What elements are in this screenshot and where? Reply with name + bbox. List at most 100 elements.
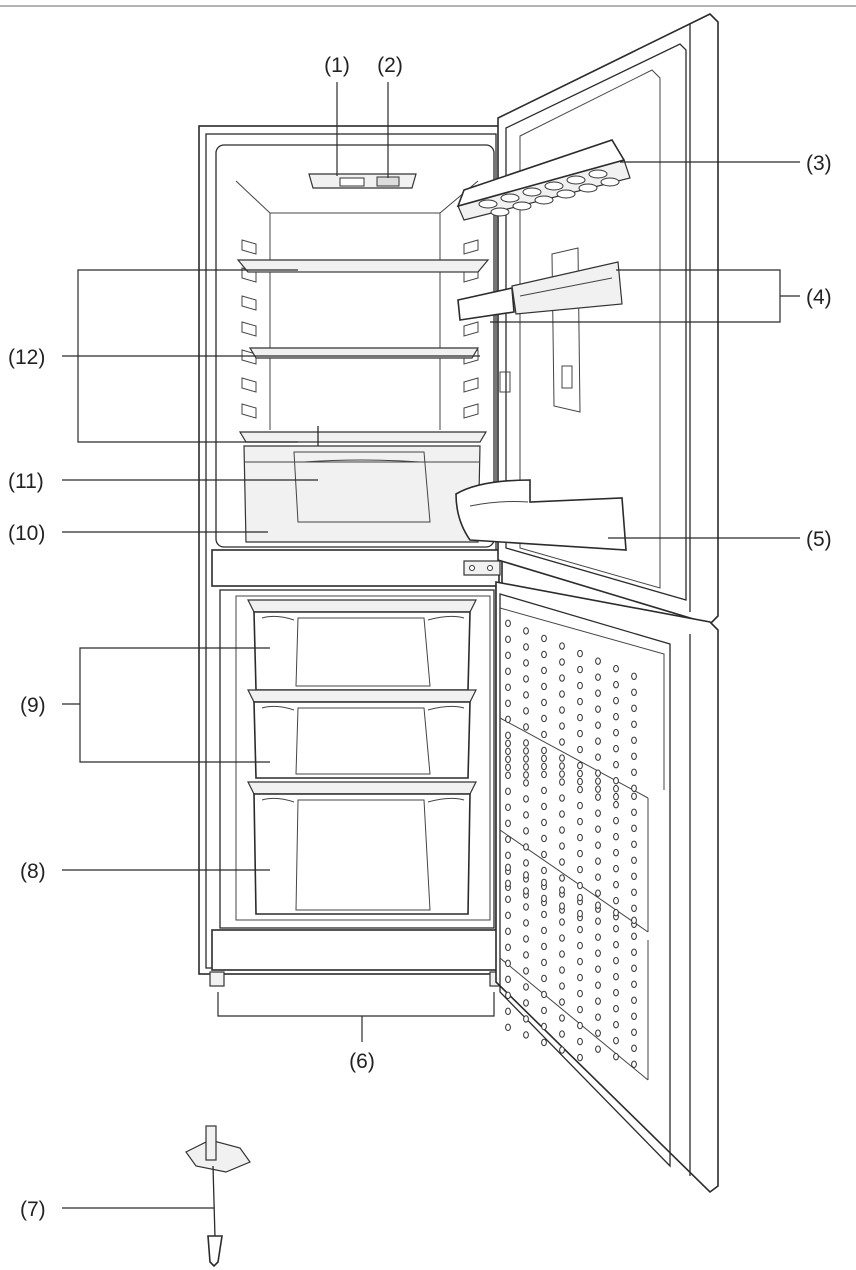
door-dimple xyxy=(559,706,565,714)
door-dimple xyxy=(505,651,511,660)
door-dimple xyxy=(577,729,583,738)
door-dimple xyxy=(613,793,619,801)
door-dimple xyxy=(577,745,583,754)
door-dimple xyxy=(577,941,583,950)
door-dimple xyxy=(613,777,619,785)
door-dimple xyxy=(577,665,583,674)
door-dimple xyxy=(559,842,565,850)
door-dimple xyxy=(541,802,547,811)
door-dimple xyxy=(541,754,547,763)
door-dimple xyxy=(577,785,583,794)
door-dimple xyxy=(559,770,565,778)
door-dimple xyxy=(631,904,637,912)
door-dimple xyxy=(505,699,511,708)
door-dimple xyxy=(559,658,565,666)
door-dimple xyxy=(541,1038,547,1047)
door-dimple xyxy=(523,739,529,747)
door-dimple xyxy=(595,809,601,817)
door-dimple xyxy=(505,667,511,676)
door-dimple xyxy=(631,964,637,972)
door-dimple xyxy=(577,761,583,770)
door-dimple xyxy=(505,715,511,724)
door-dimple xyxy=(523,1015,529,1023)
door-dimple xyxy=(523,795,529,803)
door-dimple xyxy=(631,856,637,864)
door-dimple xyxy=(631,1060,637,1068)
door-dimple xyxy=(631,704,637,712)
door-dimple xyxy=(631,736,637,744)
door-dimple xyxy=(541,666,547,675)
freezer-drawer-upper xyxy=(247,599,477,691)
door-dimple xyxy=(631,840,637,848)
callout-12: (12) xyxy=(8,346,45,369)
freezer-back xyxy=(235,595,491,921)
door-dimple xyxy=(595,657,601,665)
door-dimple xyxy=(523,627,529,635)
door-dimple xyxy=(577,649,583,658)
door-dimple xyxy=(505,803,511,812)
door-dimple xyxy=(631,720,637,728)
door-dimple xyxy=(541,850,547,859)
door-dimple xyxy=(631,948,637,956)
door-dimple xyxy=(505,1023,511,1032)
door-dimple xyxy=(613,925,619,933)
door-dimple xyxy=(613,745,619,753)
door-dimple xyxy=(523,951,529,959)
door-dimple xyxy=(577,769,583,778)
door-dimple xyxy=(613,957,619,965)
door-dimple xyxy=(559,722,565,730)
door-dimple xyxy=(541,770,547,779)
door-dimple xyxy=(559,902,565,910)
door-dimple xyxy=(577,973,583,982)
door-dimple xyxy=(559,690,565,698)
temperature-dial xyxy=(376,176,400,187)
door-dimple xyxy=(595,705,601,713)
door-dimple xyxy=(541,762,547,771)
door-dimple xyxy=(613,801,619,809)
door-dimple xyxy=(613,713,619,721)
door-dimple xyxy=(523,1031,529,1039)
door-dimple xyxy=(559,778,565,786)
door-dimple xyxy=(631,980,637,988)
freezer-door-panel xyxy=(495,581,719,1194)
door-dimple xyxy=(631,996,637,1004)
door-dimple xyxy=(559,674,565,682)
plinth xyxy=(211,929,500,971)
door-dimple xyxy=(559,754,565,762)
door-dimple xyxy=(505,763,511,772)
door-dimple xyxy=(631,792,637,800)
door-dimple xyxy=(595,981,601,989)
door-dimple xyxy=(523,747,529,755)
fridge-liner xyxy=(215,144,495,548)
egg-tray xyxy=(456,139,631,221)
door-dimple xyxy=(595,949,601,957)
door-dimple xyxy=(505,1007,511,1016)
door-dimple xyxy=(577,1053,583,1062)
door-dimple xyxy=(559,950,565,958)
glass-shelves xyxy=(236,259,490,443)
door-dimple xyxy=(613,881,619,889)
leader-4 xyxy=(490,269,800,323)
door-dimple xyxy=(559,874,565,882)
door-dimple xyxy=(631,888,637,896)
door-dimple xyxy=(505,819,511,828)
door-dimple xyxy=(559,1046,565,1054)
door-dimple xyxy=(613,1037,619,1045)
door-dimple xyxy=(559,810,565,818)
door-dimple xyxy=(523,707,529,715)
callout-10: (10) xyxy=(8,522,45,545)
door-dimple xyxy=(613,761,619,769)
callout-labels: (1) (2) (3) (4) (5) (6) (7) (8) (9) (10)… xyxy=(8,54,832,1221)
callout-6: (6) xyxy=(349,1050,375,1073)
door-dimple xyxy=(577,1021,583,1030)
door-dimple xyxy=(523,999,529,1007)
door-dimple xyxy=(613,849,619,857)
door-dimple xyxy=(541,974,547,983)
door-dimple xyxy=(505,927,511,936)
door-dimple xyxy=(505,835,511,844)
door-dimple xyxy=(523,983,529,991)
door-dimple xyxy=(613,665,619,673)
door-dimple xyxy=(577,817,583,826)
door-dimple xyxy=(595,873,601,881)
